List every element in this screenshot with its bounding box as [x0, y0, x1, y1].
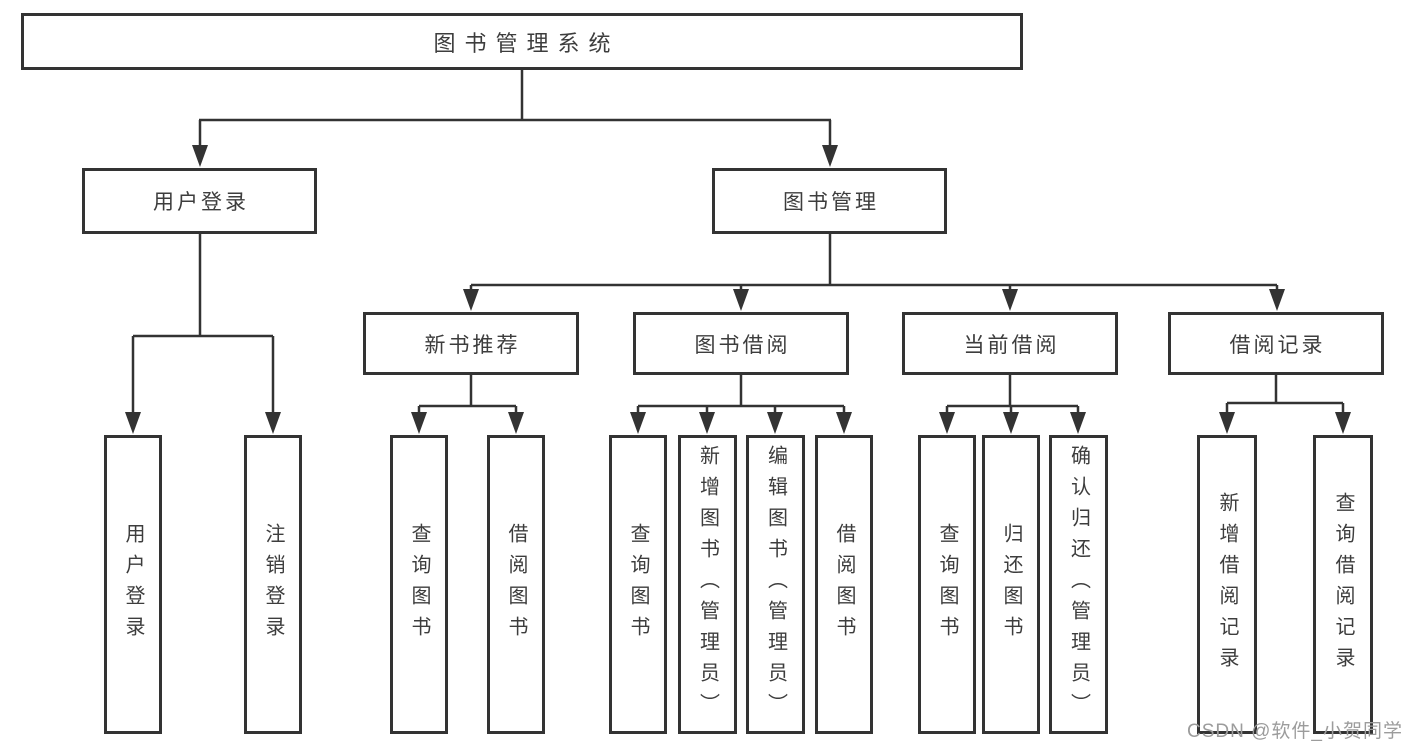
node-new-book-recommend-label: 新书推荐 [424, 333, 521, 357]
leaf-logout-label: 注销登录 [262, 522, 284, 647]
leaf-br-add-record: 新增借阅记录 [1197, 435, 1257, 734]
leaf-logout: 注销登录 [244, 435, 302, 734]
node-new-book-recommend: 新书推荐 [363, 312, 579, 375]
leaf-br-query-record-label: 查询借阅记录 [1332, 491, 1354, 678]
leaf-bb-borrow-books: 借阅图书 [815, 435, 873, 734]
leaf-bb-edit-books-admin-label: 编辑图书（管理员） [764, 445, 787, 724]
leaf-bb-add-books-admin: 新增图书（管理员） [678, 435, 737, 734]
leaf-cb-return-books: 归还图书 [982, 435, 1040, 734]
node-book-borrowing: 图书借阅 [633, 312, 849, 375]
node-book-management-label: 图书管理 [783, 191, 879, 214]
leaf-bb-query-books-label: 查询图书 [627, 522, 649, 647]
node-user-login-label: 用户登录 [153, 191, 249, 214]
leaf-cb-return-books-label: 归还图书 [1000, 522, 1022, 647]
node-borrow-records-label: 借阅记录 [1229, 333, 1326, 357]
connector-arrowheads [125, 145, 1351, 434]
leaf-bb-query-books: 查询图书 [609, 435, 667, 734]
node-current-borrowing: 当前借阅 [902, 312, 1118, 375]
leaf-user-login: 用户登录 [104, 435, 162, 734]
leaf-cb-query-books-label: 查询图书 [936, 522, 958, 647]
leaf-cb-query-books: 查询图书 [918, 435, 976, 734]
leaf-bb-borrow-books-label: 借阅图书 [833, 522, 855, 647]
csdn-watermark: CSDN @软件_小贺同学 [1187, 721, 1403, 742]
node-current-borrowing-label: 当前借阅 [963, 333, 1060, 357]
leaf-br-add-record-label: 新增借阅记录 [1216, 491, 1238, 678]
leaf-nb-query-books-label: 查询图书 [408, 522, 430, 647]
node-borrow-records: 借阅记录 [1168, 312, 1384, 375]
node-library-system: 图书管理系统 [21, 13, 1023, 70]
node-book-management: 图书管理 [712, 168, 947, 234]
leaf-nb-query-books: 查询图书 [390, 435, 448, 734]
leaf-bb-edit-books-admin: 编辑图书（管理员） [746, 435, 805, 734]
leaf-nb-borrow-books: 借阅图书 [487, 435, 545, 734]
leaf-user-login-label: 用户登录 [122, 522, 144, 647]
leaf-br-query-record: 查询借阅记录 [1313, 435, 1373, 734]
leaf-cb-confirm-return-admin: 确认归还（管理员） [1049, 435, 1108, 734]
node-book-borrowing-label: 图书借阅 [694, 333, 791, 357]
leaf-cb-confirm-return-admin-label: 确认归还（管理员） [1067, 445, 1090, 724]
node-user-login: 用户登录 [82, 168, 317, 234]
leaf-bb-add-books-admin-label: 新增图书（管理员） [696, 445, 719, 724]
node-library-system-label: 图书管理系统 [433, 30, 620, 56]
leaf-nb-borrow-books-label: 借阅图书 [505, 522, 527, 647]
